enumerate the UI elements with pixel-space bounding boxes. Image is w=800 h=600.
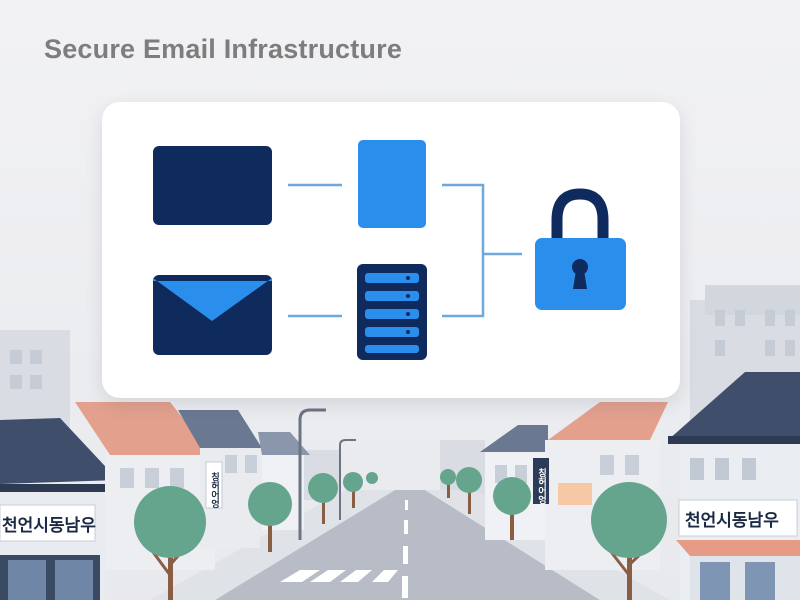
diagram-card [102, 102, 680, 398]
page-title: Secure Email Infrastructure [44, 34, 403, 64]
street-lamps [298, 408, 356, 540]
sign-left-vertical: 칭허어엉 [209, 471, 219, 509]
left-shop-building [0, 418, 118, 600]
trees [134, 467, 667, 600]
road-markings [280, 500, 408, 598]
tablet-icon [358, 140, 426, 228]
sign-right-horizontal: 천언시동남우 [685, 511, 779, 531]
connector-lines [288, 183, 522, 318]
right-shop-building [668, 372, 800, 600]
server-rack-icon [357, 264, 427, 360]
padlock-icon [535, 188, 626, 310]
sign-left-horizontal: 천언시동남우 [2, 516, 96, 536]
document-block-icon [153, 146, 272, 225]
envelope-icon [153, 275, 272, 355]
sign-right-vertical: 칭허어엉 [536, 467, 546, 505]
infrastructure-diagram [153, 140, 626, 360]
